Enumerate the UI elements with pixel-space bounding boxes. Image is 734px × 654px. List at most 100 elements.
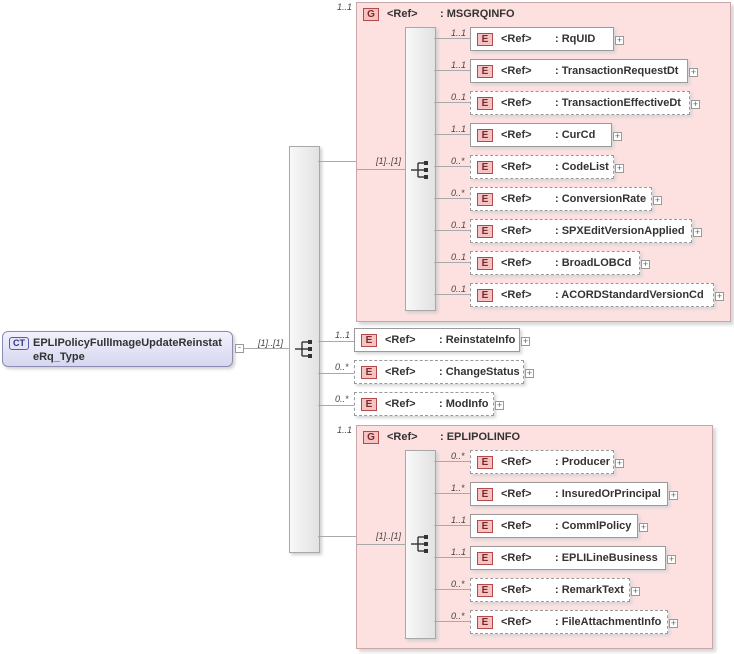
element-ref: <Ref>	[501, 488, 532, 500]
element-name: : RemarkText	[555, 584, 624, 596]
element-badge: E	[477, 488, 493, 501]
element-acord-standard-version-cd[interactable]: E <Ref> : ACORDStandardVersionCd	[470, 283, 714, 307]
element-cardinality: 0..*	[335, 362, 349, 372]
complex-type-name-line2: eRq_Type	[33, 351, 85, 363]
element-ref: <Ref>	[501, 289, 532, 301]
element-badge: E	[477, 584, 493, 597]
element-rquid[interactable]: E <Ref> : RqUID	[470, 27, 614, 51]
complex-type-name: EPLIPolicyFullImageUpdateReinstat eRq_Ty…	[33, 336, 229, 364]
connector	[434, 262, 470, 263]
element-codelist[interactable]: E <Ref> : CodeList	[470, 155, 614, 179]
element-comml-policy[interactable]: E <Ref> : CommlPolicy	[470, 514, 638, 538]
group-badge: G	[363, 8, 379, 21]
expand-plus-icon[interactable]: +	[693, 227, 702, 237]
group-name: : EPLIPOLINFO	[440, 431, 521, 443]
expand-plus-icon[interactable]: +	[641, 259, 650, 269]
element-badge: E	[477, 225, 493, 238]
element-cardinality: 0..1	[451, 284, 467, 294]
expand-plus-icon[interactable]: +	[613, 131, 622, 141]
element-mod-info[interactable]: E <Ref> : ModInfo	[354, 392, 494, 416]
element-ref: <Ref>	[501, 257, 532, 269]
connector	[356, 544, 406, 545]
element-name: : CurCd	[555, 129, 596, 141]
element-badge: E	[477, 616, 493, 629]
element-badge: E	[477, 161, 493, 174]
element-cardinality: 0..*	[451, 451, 465, 461]
complex-type-root[interactable]: CT EPLIPolicyFullImageUpdateReinstat eRq…	[2, 331, 233, 367]
element-cardinality: 0..*	[451, 611, 465, 621]
element-name: : Producer	[555, 456, 611, 468]
element-ref: <Ref>	[501, 616, 532, 628]
connector	[434, 134, 470, 135]
element-name: : RqUID	[555, 33, 596, 45]
element-ref: <Ref>	[501, 552, 532, 564]
element-epli-line-business[interactable]: E <Ref> : EPLILineBusiness	[470, 546, 666, 570]
element-name: : ChangeStatus	[439, 366, 520, 378]
element-broad-lob-cd[interactable]: E <Ref> : BroadLOBCd	[470, 251, 640, 275]
element-ref: <Ref>	[501, 97, 532, 109]
element-ref: <Ref>	[501, 520, 532, 532]
element-name: : TransactionEffectiveDt	[555, 97, 681, 109]
element-transaction-effective-dt[interactable]: E <Ref> : TransactionEffectiveDt	[470, 91, 690, 115]
expand-plus-icon[interactable]: +	[495, 400, 504, 410]
sequence-icon	[295, 340, 312, 358]
element-change-status[interactable]: E <Ref> : ChangeStatus	[354, 360, 524, 384]
element-remark-text[interactable]: E <Ref> : RemarkText	[470, 578, 630, 602]
element-conversion-rate[interactable]: E <Ref> : ConversionRate	[470, 187, 652, 211]
group-cardinality: 1..1	[337, 425, 353, 435]
element-cardinality: 1..*	[451, 483, 465, 493]
element-ref: <Ref>	[501, 65, 532, 77]
expand-plus-icon[interactable]: +	[691, 99, 700, 109]
connector	[434, 166, 470, 167]
element-badge: E	[477, 520, 493, 533]
expand-plus-icon[interactable]: +	[715, 291, 724, 301]
element-badge: E	[361, 334, 377, 347]
element-badge: E	[477, 552, 493, 565]
expand-plus-icon[interactable]: +	[669, 618, 678, 628]
element-reinstate-info[interactable]: E <Ref> : ReinstateInfo	[354, 328, 520, 352]
complex-type-name-line1: EPLIPolicyFullImageUpdateReinstat	[33, 337, 222, 349]
element-curcd[interactable]: E <Ref> : CurCd	[470, 123, 612, 147]
expand-plus-icon[interactable]: +	[631, 586, 640, 596]
element-name: : TransactionRequestDt	[555, 65, 679, 77]
group-name: : MSGRQINFO	[440, 8, 515, 20]
expand-plus-icon[interactable]: +	[615, 35, 624, 45]
expand-plus-icon[interactable]: +	[615, 163, 624, 173]
connector	[434, 230, 470, 231]
element-ref: <Ref>	[501, 33, 532, 45]
element-cardinality: 1..1	[451, 124, 467, 134]
element-name: : FileAttachmentInfo	[555, 616, 662, 628]
connector	[356, 169, 406, 170]
element-ref: <Ref>	[385, 398, 416, 410]
group-badge: G	[363, 431, 379, 444]
element-insured-or-principal[interactable]: E <Ref> : InsuredOrPrincipal	[470, 482, 668, 506]
expand-plus-icon[interactable]: +	[521, 336, 530, 346]
element-cardinality: 0..*	[335, 394, 349, 404]
element-name: : BroadLOBCd	[555, 257, 632, 269]
group-sequence-cardinality: [1]..[1]	[376, 156, 402, 166]
expand-plus-icon[interactable]: +	[639, 522, 648, 532]
element-cardinality: 1..1	[451, 547, 467, 557]
element-badge: E	[477, 129, 493, 142]
element-name: : CommlPolicy	[555, 520, 632, 532]
collapse-minus-icon[interactable]: -	[235, 343, 244, 353]
connector	[318, 536, 356, 537]
element-cardinality: 0..*	[451, 156, 465, 166]
expand-plus-icon[interactable]: +	[689, 67, 698, 77]
element-ref: <Ref>	[385, 334, 416, 346]
element-file-attachment-info[interactable]: E <Ref> : FileAttachmentInfo	[470, 610, 668, 634]
element-badge: E	[477, 97, 493, 110]
element-spx-edit-version-applied[interactable]: E <Ref> : SPXEditVersionApplied	[470, 219, 692, 243]
expand-plus-icon[interactable]: +	[653, 195, 662, 205]
connector	[434, 198, 470, 199]
expand-plus-icon[interactable]: +	[667, 554, 676, 564]
group-ref: <Ref>	[387, 431, 418, 443]
element-producer[interactable]: E <Ref> : Producer	[470, 450, 614, 474]
element-cardinality: 1..1	[335, 330, 351, 340]
element-name: : InsuredOrPrincipal	[555, 488, 661, 500]
expand-plus-icon[interactable]: +	[615, 458, 624, 468]
element-transaction-request-dt[interactable]: E <Ref> : TransactionRequestDt	[470, 59, 688, 83]
expand-plus-icon[interactable]: +	[525, 368, 534, 378]
expand-plus-icon[interactable]: +	[669, 490, 678, 500]
element-ref: <Ref>	[501, 584, 532, 596]
